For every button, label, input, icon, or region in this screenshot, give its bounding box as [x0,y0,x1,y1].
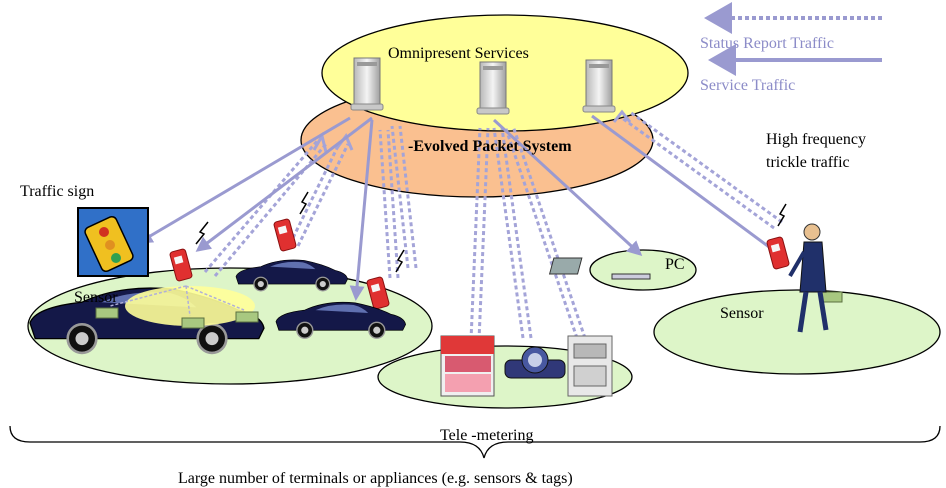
laptop-icon [548,257,651,280]
high-frequency-label: High frequency [766,131,866,148]
sensor-right-label: Sensor [720,305,764,322]
server-icon [476,61,510,115]
antenna-icon [195,191,787,273]
service-arrows [137,114,787,301]
traffic-light-icon [77,207,149,277]
gas-meter-icon [567,335,613,397]
phone-icon [765,235,791,271]
water-meter-icon [504,346,566,379]
server-icon [350,57,384,111]
car-highlight [125,286,255,326]
server-icon [582,59,616,113]
sensor-left-label: Sensor [74,289,118,306]
phone-icon [272,217,298,253]
tele-metering-label: Tele -metering [440,427,534,444]
traffic-sign-label: Traffic sign [20,183,94,200]
caption: Large number of terminals or appliances … [178,470,573,487]
pc-zone-ellipse [589,249,697,291]
status-report-legend-label: Status Report Traffic [700,35,834,52]
eps-label: -Evolved Packet System [408,138,572,155]
vending-machine-icon [440,335,495,397]
person-zone-ellipse [653,289,941,375]
service-legend-label: Service Traffic [700,77,795,94]
sensor-tags [95,291,843,329]
pc-label: PC [665,256,685,273]
person-icon [788,223,829,333]
trickle-traffic-label: trickle traffic [766,154,850,171]
services-label: Omnipresent Services [388,45,529,62]
grouping-brace [9,425,941,459]
